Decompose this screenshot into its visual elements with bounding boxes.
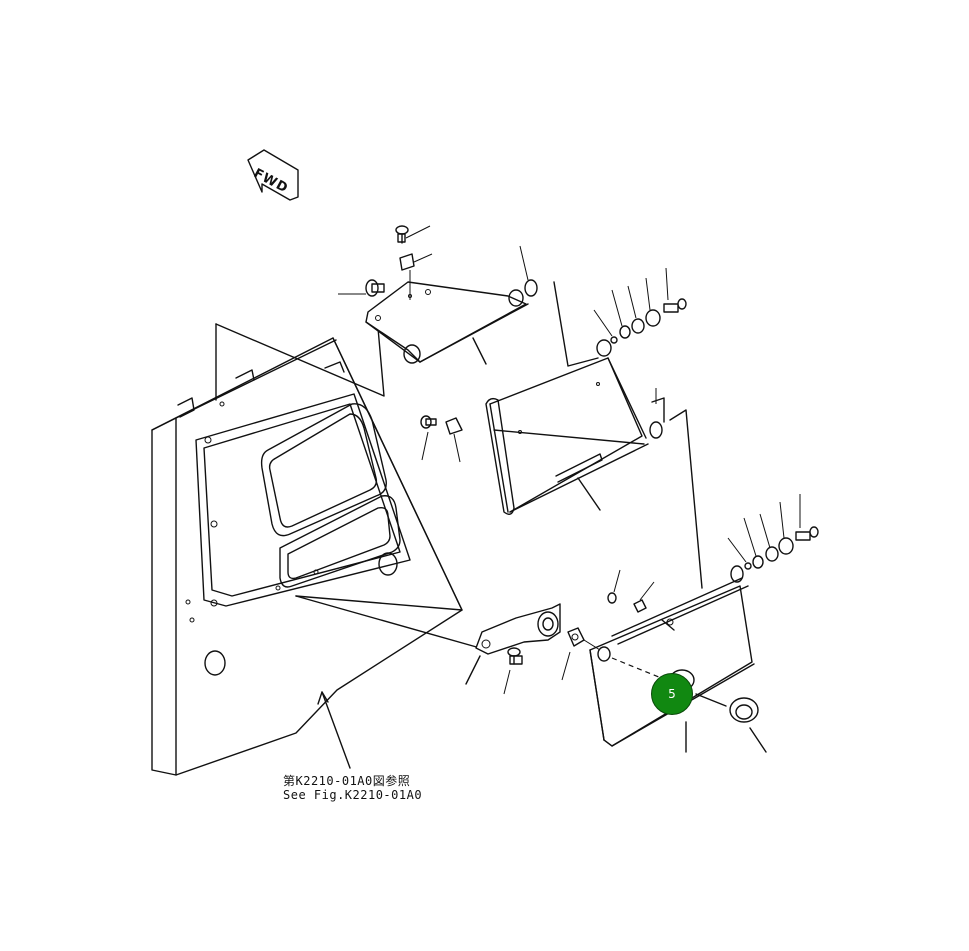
bottom-door [589, 494, 819, 753]
callout-label: 5 [668, 687, 676, 701]
reference-text-en: See Fig.K2210-01A0 [283, 788, 423, 802]
reference-text-jp: 第K2210-01A0図参照 [283, 774, 411, 788]
fwd-arrow-icon [247, 149, 299, 201]
guide-lines [215, 323, 481, 649]
callout-badge[interactable]: 5 [651, 673, 693, 715]
top-plate [338, 225, 538, 365]
main-housing [151, 337, 463, 776]
hinge-bracket [465, 603, 601, 695]
middle-frame [420, 267, 703, 589]
